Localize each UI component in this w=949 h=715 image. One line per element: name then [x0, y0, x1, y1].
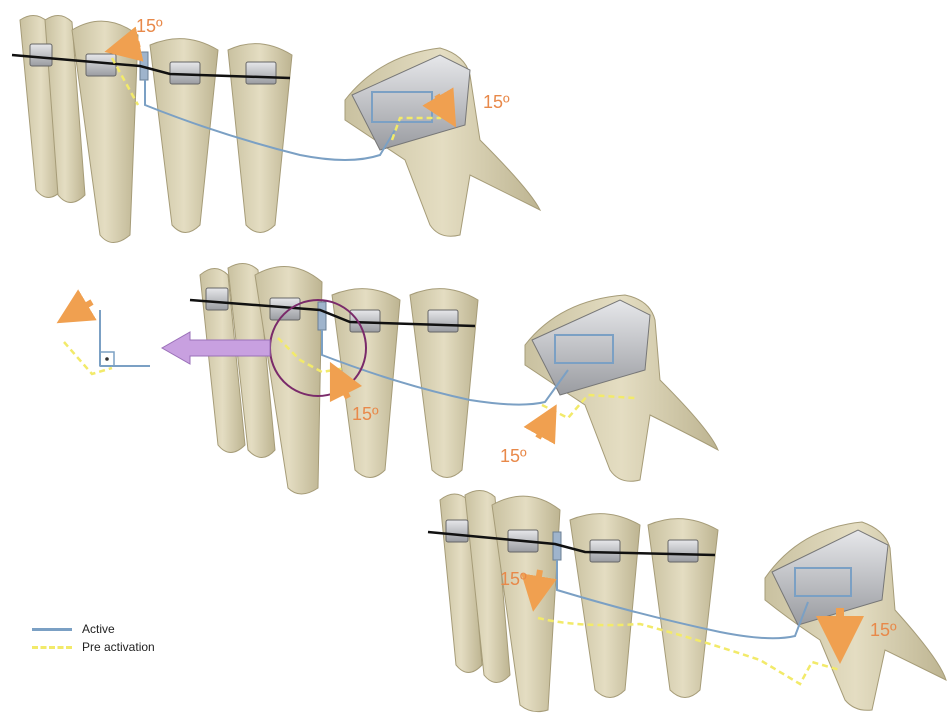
- bottom-angle-label-right: 15º: [870, 620, 897, 640]
- middle-orange-arrow-right: [538, 420, 548, 438]
- top-angle-label-left: 15º: [136, 16, 163, 36]
- bottom-orange-arrow-left: [536, 570, 540, 594]
- top-panel: 15º 15º: [12, 15, 540, 242]
- legend-label-active: Active: [82, 622, 115, 636]
- top-front-teeth: [20, 15, 292, 242]
- legend-swatch-pre-activation: [32, 646, 72, 649]
- top-orange-arrow-left: [122, 44, 140, 48]
- bottom-panel: 15º 15º: [428, 490, 946, 711]
- angle-inset: [64, 302, 150, 374]
- bottom-front-teeth: [440, 490, 718, 711]
- top-angle-label-right: 15º: [483, 92, 510, 112]
- legend: Active Pre activation: [32, 620, 155, 656]
- bottom-angle-label-left: 15º: [500, 569, 527, 589]
- legend-label-pre-activation: Pre activation: [82, 640, 155, 654]
- legend-item-pre-activation: Pre activation: [32, 638, 155, 656]
- middle-panel: 15º 15º: [64, 263, 718, 494]
- middle-angle-label-right: 15º: [500, 446, 527, 466]
- legend-swatch-active: [32, 628, 72, 631]
- middle-angle-label-left: 15º: [352, 404, 379, 424]
- top-molar: [345, 48, 540, 236]
- legend-item-active: Active: [32, 620, 155, 638]
- bottom-molar: [765, 522, 946, 710]
